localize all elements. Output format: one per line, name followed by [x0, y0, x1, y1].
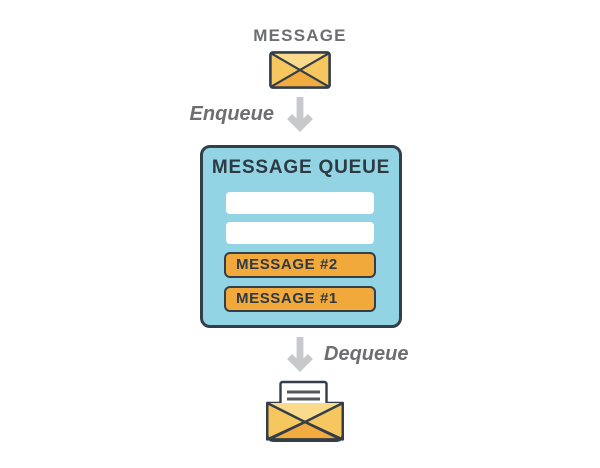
message-queue-title: MESSAGE QUEUE	[211, 157, 391, 178]
open-envelope-icon	[265, 380, 345, 444]
message-label: MESSAGE	[253, 26, 347, 45]
down-arrow-icon	[286, 337, 314, 375]
down-arrow-icon	[286, 97, 314, 135]
message-slot: MESSAGE #1	[224, 286, 376, 312]
message-queue-box: MESSAGE QUEUE MESSAGE #2 MESSAGE #1	[200, 145, 402, 328]
empty-slot	[226, 222, 374, 244]
closed-envelope-icon	[269, 51, 331, 89]
message-slot: MESSAGE #2	[224, 252, 376, 278]
empty-slot	[226, 192, 374, 214]
dequeue-label: Dequeue	[324, 343, 409, 365]
enqueue-label: Enqueue	[189, 103, 274, 125]
